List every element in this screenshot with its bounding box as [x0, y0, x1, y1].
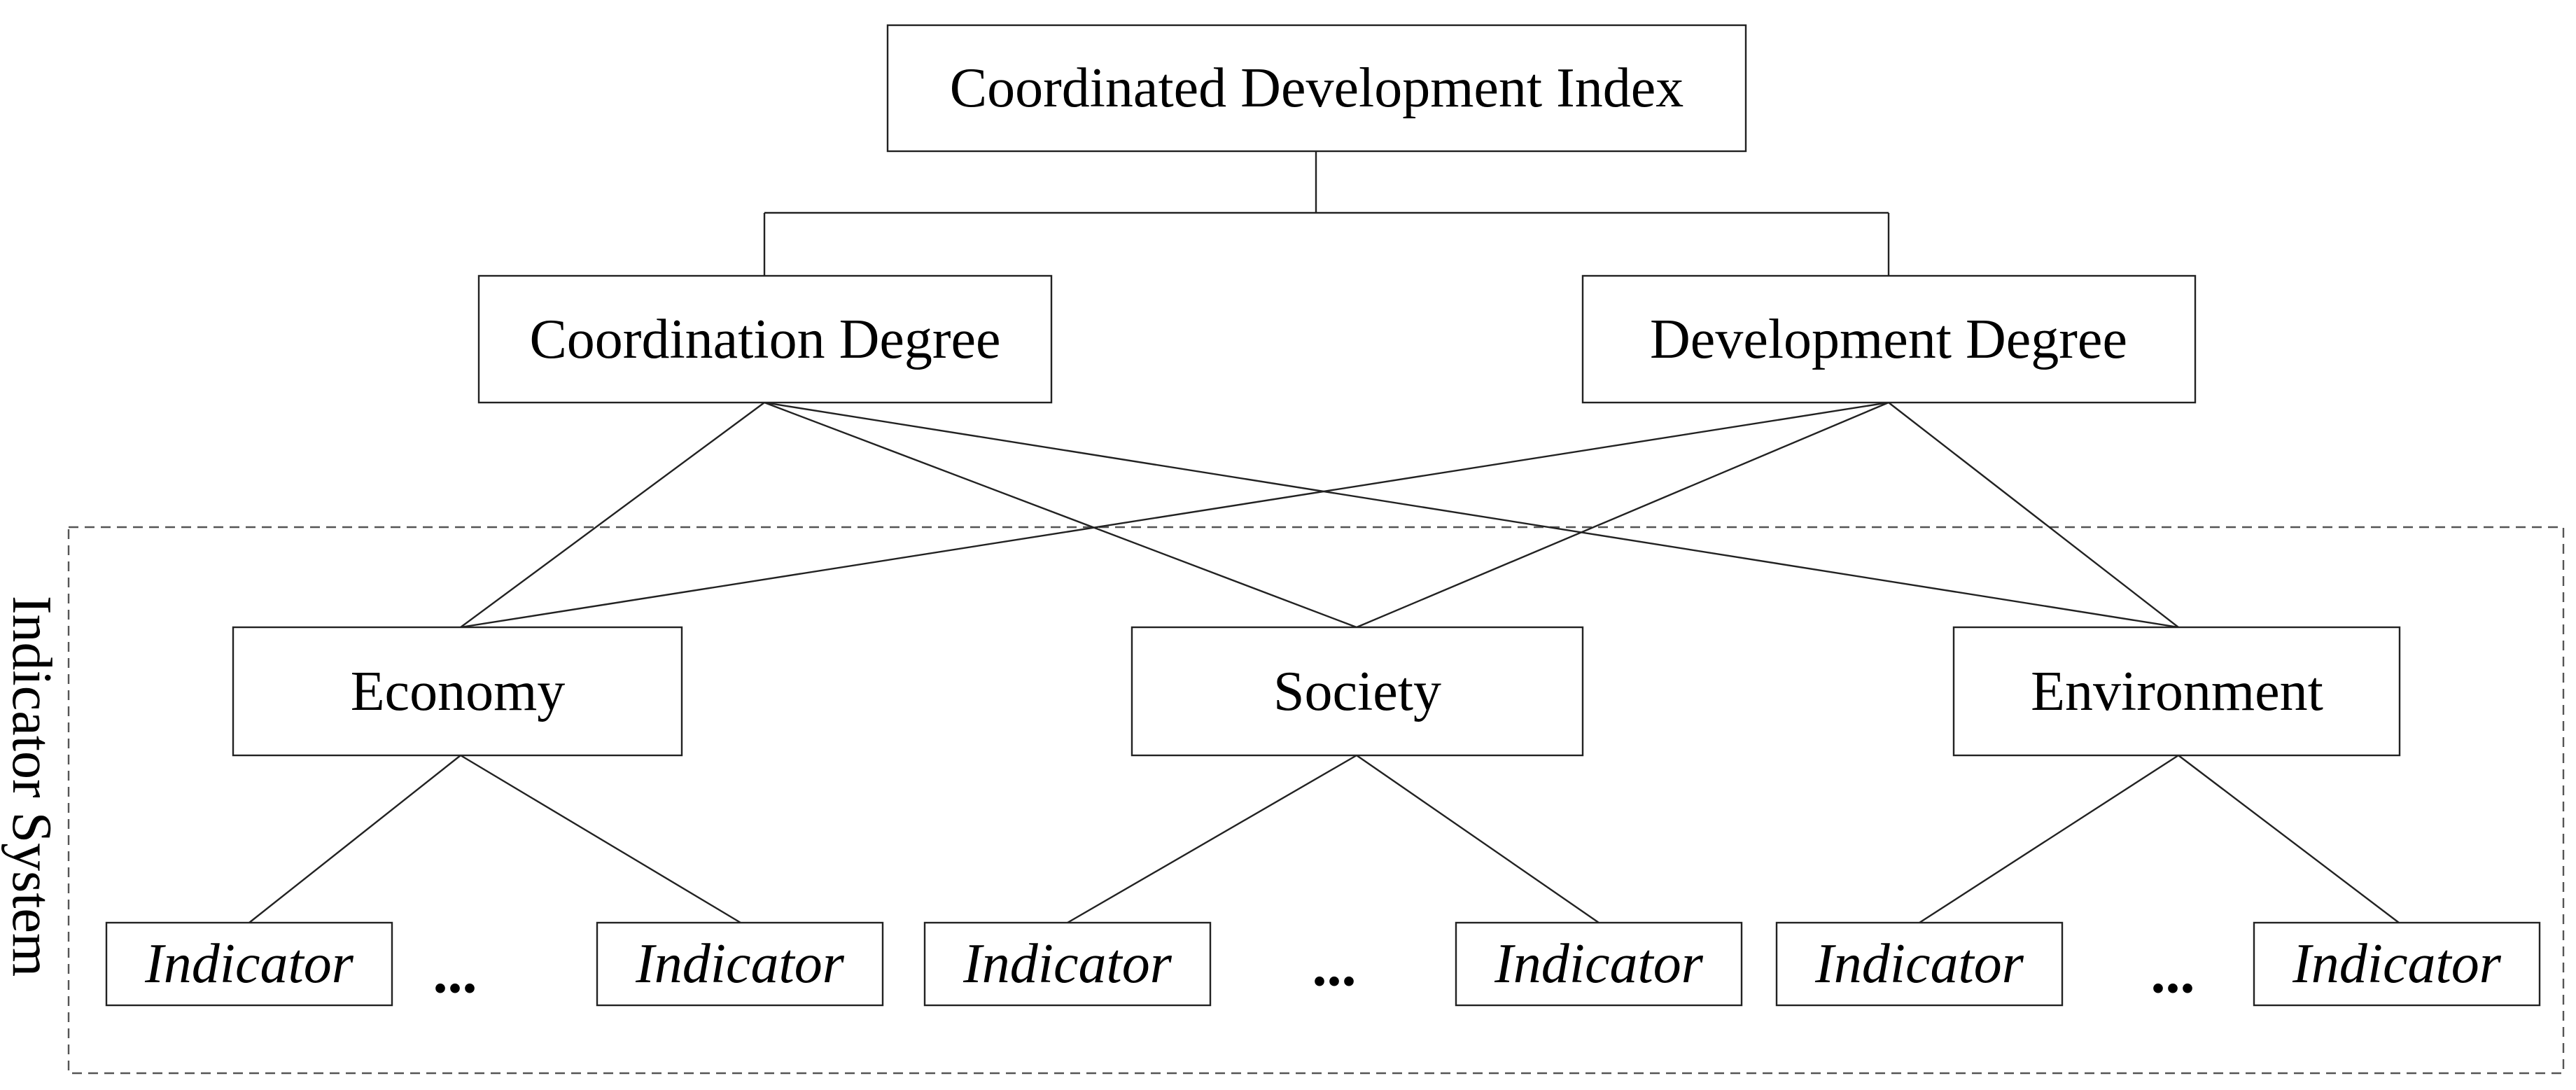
indicator-label: Indicator: [1814, 933, 2024, 995]
node-environment: Environment: [1952, 626, 2401, 757]
society-ellipsis: ...: [1312, 934, 1357, 999]
node-economy-indicator-1: Indicator: [105, 921, 393, 1007]
connector-development-society: [1356, 401, 1889, 629]
connector-society-indicator-1: [1067, 754, 1357, 924]
node-environment-indicator-1: Indicator: [1775, 921, 2064, 1007]
connector-environment-indicator-1: [1919, 754, 2179, 924]
connector-coordination-environment: [764, 401, 2179, 629]
indicator-label: Indicator: [962, 933, 1172, 995]
economy-ellipsis: ...: [433, 941, 477, 1006]
node-coordinated-development-index: Coordinated Development Index: [886, 24, 1747, 153]
node-economy: Economy: [232, 626, 683, 757]
connector-coordination-economy: [460, 402, 765, 628]
indicator-system-label: Indicator System: [1, 596, 62, 977]
node-development-degree: Development Degree: [1581, 274, 2197, 404]
connector-society-indicator-2: [1356, 755, 1600, 923]
connector-environment-indicator-2: [2178, 755, 2400, 923]
connector-development-economy: [460, 401, 1889, 629]
indicator-label: Indicator: [144, 933, 354, 995]
connector-economy-indicator-1: [248, 755, 461, 923]
environment-ellipsis: ...: [2151, 941, 2195, 1006]
economy-label: Economy: [351, 661, 566, 722]
coordination-degree-label: Coordination Degree: [529, 309, 1000, 370]
development-degree-label: Development Degree: [1650, 309, 2127, 370]
node-society: Society: [1130, 626, 1584, 757]
node-environment-indicator-2: Indicator: [2253, 921, 2541, 1007]
node-coordination-degree: Coordination Degree: [477, 274, 1053, 404]
connector-development-environment: [1888, 402, 2179, 628]
root-label: Coordinated Development Index: [950, 57, 1684, 119]
node-society-indicator-2: Indicator: [1455, 921, 1743, 1007]
connector-economy-indicator-2: [460, 754, 741, 924]
indicator-label: Indicator: [635, 933, 845, 995]
society-label: Society: [1273, 661, 1441, 722]
node-economy-indicator-2: Indicator: [596, 921, 884, 1007]
indicator-label: Indicator: [1494, 933, 1704, 995]
node-society-indicator-1: Indicator: [923, 921, 1212, 1007]
environment-label: Environment: [2031, 661, 2323, 722]
connector-coordination-society: [764, 401, 1357, 629]
indicator-label: Indicator: [2292, 933, 2502, 995]
indicator-system-group: [67, 526, 2565, 1075]
